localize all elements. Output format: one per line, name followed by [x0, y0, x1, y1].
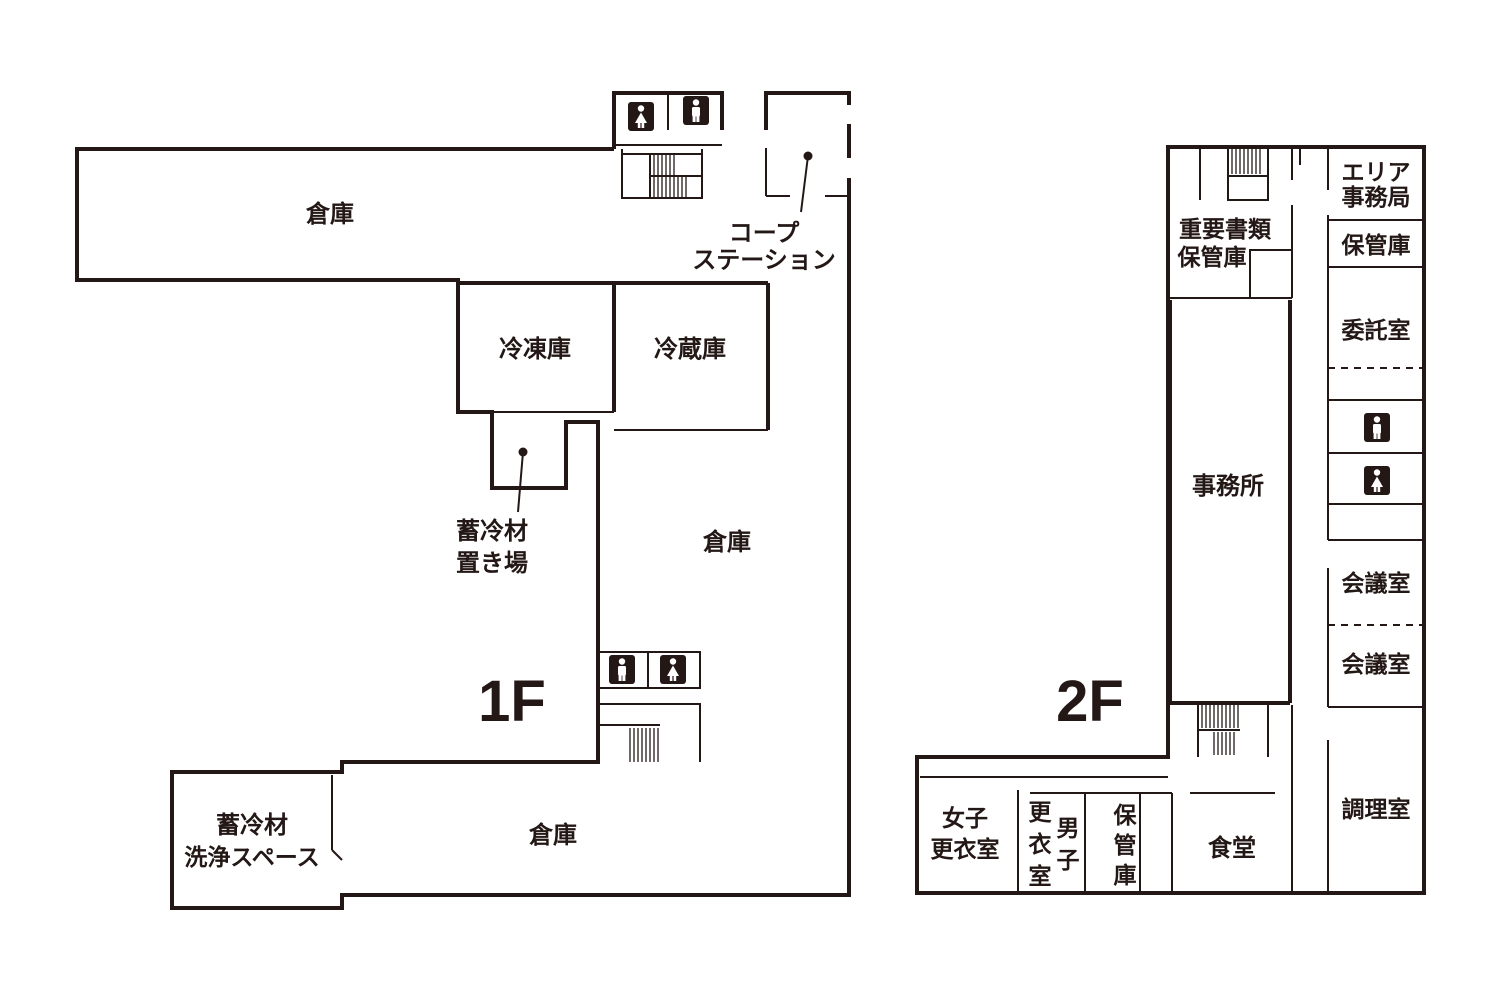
room-refrigerator: 冷蔵庫 — [654, 335, 726, 363]
room-mens-locker-b-1: 男 — [1057, 816, 1080, 842]
ice-pack-place-label-line2: 置き場 — [456, 549, 528, 577]
room-storage-bottom: 倉庫 — [528, 821, 577, 849]
stairs-1f-bottom — [629, 728, 659, 762]
room-storage-vertical-2: 管 — [1114, 832, 1137, 859]
room-storage-top: 倉庫 — [305, 200, 354, 228]
room-mens-locker-a-2: 衣 — [1029, 831, 1052, 858]
room-docs-storage-line2: 保管庫 — [1177, 244, 1247, 271]
room-womens-locker-line2: 更衣室 — [931, 836, 1000, 863]
floor-1f: 倉庫 冷凍庫 冷蔵庫 倉庫 倉庫 コープ ステーション 蓄冷材 置き場 蓄冷材 … — [75, 91, 851, 910]
male-restroom-icon — [609, 655, 635, 684]
room-storage-vertical-3: 庫 — [1114, 862, 1137, 889]
room-docs-storage-line1: 重要書類 — [1179, 216, 1272, 243]
coop-station-label-line2: ステーション — [692, 246, 836, 274]
room-meeting-2: 会議室 — [1342, 651, 1411, 678]
female-restroom-icon — [660, 655, 686, 684]
ice-pack-wash-label-line2: 洗浄スペース — [184, 844, 319, 871]
room-area-office-line2: 事務局 — [1342, 184, 1411, 211]
ice-pack-place-label-line1: 蓄冷材 — [456, 517, 528, 545]
floor-2f-walls — [915, 145, 1426, 895]
room-meeting-1: 会議室 — [1342, 570, 1411, 597]
ice-pack-place-leader — [517, 451, 524, 513]
room-cafeteria: 食堂 — [1208, 834, 1256, 862]
stairs-1f-top — [653, 154, 687, 198]
room-mens-locker-b-2: 子 — [1057, 848, 1080, 874]
room-womens-locker-line1: 女子 — [942, 805, 988, 832]
room-storage-right: 倉庫 — [702, 528, 751, 556]
room-mens-locker-a-1: 更 — [1029, 800, 1053, 826]
coop-station-leader — [800, 155, 809, 213]
room-mens-locker-a-3: 室 — [1029, 863, 1052, 890]
floor-2f: エリア 事務局 保管庫 重要書類 保管庫 委託室 事務所 会議室 会議室 調理室… — [915, 145, 1426, 895]
floor-label-1f: 1F — [478, 669, 546, 734]
stairs-2f-top — [1231, 149, 1261, 174]
male-restroom-icon — [683, 96, 709, 125]
room-storage-vertical-1: 保 — [1113, 802, 1138, 829]
floor-label-2f: 2F — [1056, 669, 1124, 734]
stairs-2f-bottom — [1201, 705, 1239, 755]
room-area-office-line1: エリア — [1342, 160, 1411, 186]
ice-pack-wash-label-line1: 蓄冷材 — [216, 811, 288, 839]
floor-1f-walls — [75, 91, 851, 910]
female-restroom-icon — [1364, 466, 1390, 495]
female-restroom-icon — [628, 102, 654, 131]
room-kitchen: 調理室 — [1342, 796, 1411, 823]
room-consign: 委託室 — [1341, 317, 1411, 344]
room-storage-right: 保管庫 — [1341, 232, 1411, 259]
room-freezer: 冷凍庫 — [499, 335, 571, 363]
room-office: 事務所 — [1192, 472, 1264, 500]
male-restroom-icon — [1364, 413, 1390, 442]
coop-station-label-line1: コープ — [729, 219, 801, 247]
